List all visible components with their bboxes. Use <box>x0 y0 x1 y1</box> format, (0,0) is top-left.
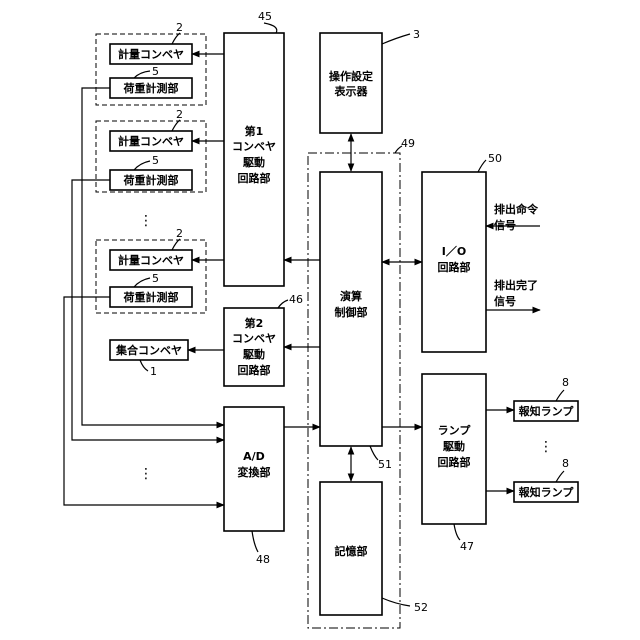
first-drive-label-2: コンベヤ <box>232 140 276 153</box>
leader-collect-conveyor <box>140 360 148 371</box>
leader-notify-lamp-1 <box>556 390 564 401</box>
second-drive-circuit: 第2 コンベヤ 駆動 回路部 46 <box>224 293 303 386</box>
ref-controller-group: 49 <box>401 137 415 150</box>
second-drive-label-4: 回路部 <box>238 363 271 377</box>
first-drive-label-4: 回路部 <box>238 171 271 185</box>
second-drive-label-3: 駆動 <box>243 347 265 361</box>
vertical-ellipsis-units: ⋮ <box>139 213 153 229</box>
ref-calc: 51 <box>378 458 392 471</box>
ref-collect-conveyor: 1 <box>150 365 157 378</box>
leader-weigh-conveyor-3 <box>172 239 180 250</box>
ad-converter: A/D 変換部 48 <box>224 407 284 566</box>
io-label-1: I／O <box>442 245 466 258</box>
ref-ad: 48 <box>256 553 270 566</box>
leader-op-display <box>382 34 410 44</box>
leader-first-drive <box>264 23 277 33</box>
leader-load-measure-1 <box>134 71 150 78</box>
leader-load-measure-2 <box>134 161 150 170</box>
ad-label-2: 変換部 <box>238 465 271 479</box>
ref-op-display: 3 <box>413 28 420 41</box>
lamp-drive-circuit: ランプ 駆動 回路部 47 <box>422 374 486 553</box>
weigh-conveyor-label-1: 計量コンベヤ <box>118 47 184 61</box>
notify-lamp-label-2: 報知ランプ <box>519 485 575 499</box>
weigh-unit-1: 計量コンベヤ 荷重計測部 2 5 <box>96 21 206 105</box>
collect-conveyor: 集合コンベヤ 1 <box>110 340 188 378</box>
ref-second-drive: 46 <box>289 293 303 306</box>
discharge-done-label-2: 信号 <box>494 294 516 308</box>
op-display-label-1: 操作設定 <box>329 69 373 83</box>
leader-calc <box>370 446 378 460</box>
first-drive-label-3: 駆動 <box>243 155 265 169</box>
ref-weigh-conveyor-2: 2 <box>176 108 183 121</box>
second-drive-label-1: 第2 <box>245 316 264 330</box>
ref-load-measure-3: 5 <box>152 272 159 285</box>
discharge-cmd-label-1: 排出命令 <box>494 202 539 216</box>
leader-weigh-conveyor-1 <box>172 33 180 44</box>
ref-lamp-drive: 47 <box>460 540 474 553</box>
calc-label-2: 制御部 <box>335 305 368 319</box>
weigh-conveyor-label-3: 計量コンベヤ <box>118 253 184 267</box>
first-drive-circuit: 第1 コンベヤ 駆動 回路部 45 <box>224 10 284 286</box>
vertical-ellipsis-lamps: ⋮ <box>539 439 553 455</box>
leader-load-measure-3 <box>134 278 150 287</box>
leader-ad <box>252 531 258 552</box>
leader-second-drive <box>278 300 288 308</box>
load-measure-label-1: 荷重計測部 <box>123 81 179 95</box>
first-drive-label-1: 第1 <box>245 124 264 138</box>
controller-group: 49 演算 制御部 51 記憶部 52 <box>308 137 428 628</box>
io-circuit: I／O 回路部 50 排出命令 信号 排出完了 信号 <box>422 152 539 352</box>
lamp-drive-label-1: ランプ <box>438 423 472 437</box>
op-display-box <box>320 33 382 133</box>
notify-lamp-1: 報知ランプ 8 <box>514 376 578 421</box>
leader-weigh-conveyor-2 <box>172 120 180 131</box>
calc-label-1: 演算 <box>340 289 362 303</box>
ref-memory: 52 <box>414 601 428 614</box>
vertical-ellipsis-lines: ⋮ <box>139 466 153 482</box>
lamp-drive-label-3: 回路部 <box>438 455 471 469</box>
ref-notify-lamp-2: 8 <box>562 457 569 470</box>
ref-weigh-conveyor-3: 2 <box>176 227 183 240</box>
ref-notify-lamp-1: 8 <box>562 376 569 389</box>
collect-conveyor-label: 集合コンベヤ <box>115 343 182 357</box>
load-measure-label-2: 荷重計測部 <box>123 173 179 187</box>
lamp-drive-label-2: 駆動 <box>443 439 465 453</box>
memory-label: 記憶部 <box>335 544 368 558</box>
ad-label-1: A/D <box>243 450 265 463</box>
ref-load-measure-1: 5 <box>152 65 159 78</box>
discharge-cmd-label-2: 信号 <box>494 218 516 232</box>
notify-lamp-2: 報知ランプ 8 <box>514 457 578 502</box>
ref-load-measure-2: 5 <box>152 154 159 167</box>
notify-lamp-label-1: 報知ランプ <box>519 404 575 418</box>
ref-weigh-conveyor-1: 2 <box>176 21 183 34</box>
load-measure-label-3: 荷重計測部 <box>123 290 179 304</box>
ref-io: 50 <box>488 152 502 165</box>
leader-lamp-drive <box>454 524 460 540</box>
op-display-label-2: 表示器 <box>334 84 369 98</box>
discharge-done-label-1: 排出完了 <box>494 278 538 292</box>
second-drive-label-2: コンベヤ <box>232 332 276 345</box>
weigh-conveyor-label-2: 計量コンベヤ <box>118 134 184 148</box>
leader-notify-lamp-2 <box>556 471 564 482</box>
leader-io <box>478 160 486 172</box>
ref-first-drive: 45 <box>258 10 272 23</box>
weigh-unit-2: 計量コンベヤ 荷重計測部 2 5 <box>96 108 206 192</box>
weigh-unit-3: 計量コンベヤ 荷重計測部 2 5 <box>96 227 206 313</box>
leader-memory <box>382 598 410 606</box>
op-display: 操作設定 表示器 3 <box>320 28 420 133</box>
io-label-2: 回路部 <box>438 260 471 274</box>
